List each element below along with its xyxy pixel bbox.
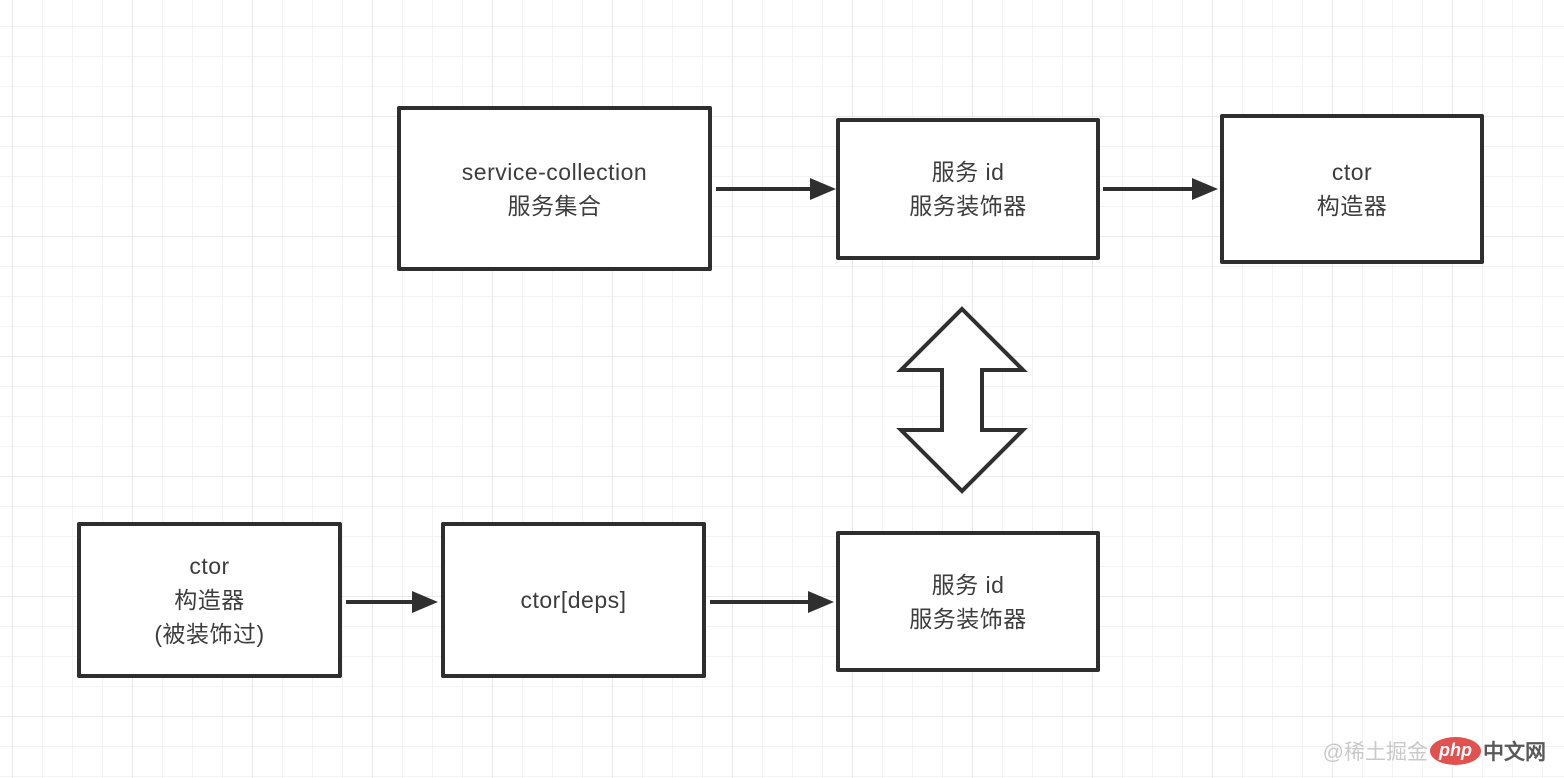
arrow-ctordeps-to-decorator <box>710 591 834 613</box>
node-service-collection: service-collection 服务集合 <box>397 106 712 271</box>
node-line: 服务装饰器 <box>909 193 1027 219</box>
node-line: 服务 id <box>931 571 1005 598</box>
node-line: ctor <box>189 553 230 579</box>
arrow-decorator-to-ctor <box>1103 178 1218 200</box>
arrow-decorated-ctor-to-ctordeps <box>346 591 438 613</box>
php-logo-icon: php <box>1430 737 1481 765</box>
node-ctor-decorated: ctor 构造器 (被装饰过) <box>77 522 342 678</box>
node-line: (被装饰过) <box>154 621 265 647</box>
double-arrow-vertical-icon <box>896 306 1028 494</box>
node-ctor-deps: ctor[deps] <box>441 522 706 678</box>
node-line: 服务 id <box>931 159 1005 185</box>
node-service-id-decorator-top: 服务 id 服务装饰器 <box>836 118 1100 260</box>
watermark: @稀土掘金 php 中文网 <box>1323 736 1546 766</box>
node-line: 服务装饰器 <box>909 605 1027 632</box>
node-line: ctor[deps] <box>520 587 627 613</box>
node-service-id-decorator-bottom: 服务 id 服务装饰器 <box>836 531 1100 672</box>
node-ctor: ctor 构造器 <box>1220 114 1484 264</box>
node-line: 构造器 <box>1316 193 1388 219</box>
node-line: 构造器 <box>174 587 245 613</box>
arrow-collection-to-decorator <box>716 178 836 200</box>
node-line: 服务集合 <box>507 192 602 219</box>
node-line: service-collection <box>461 158 648 185</box>
watermark-prefix-text: @稀土掘金 <box>1322 741 1428 764</box>
node-line: ctor <box>1331 159 1373 185</box>
watermark-suffix-text: 中文网 <box>1483 741 1546 764</box>
